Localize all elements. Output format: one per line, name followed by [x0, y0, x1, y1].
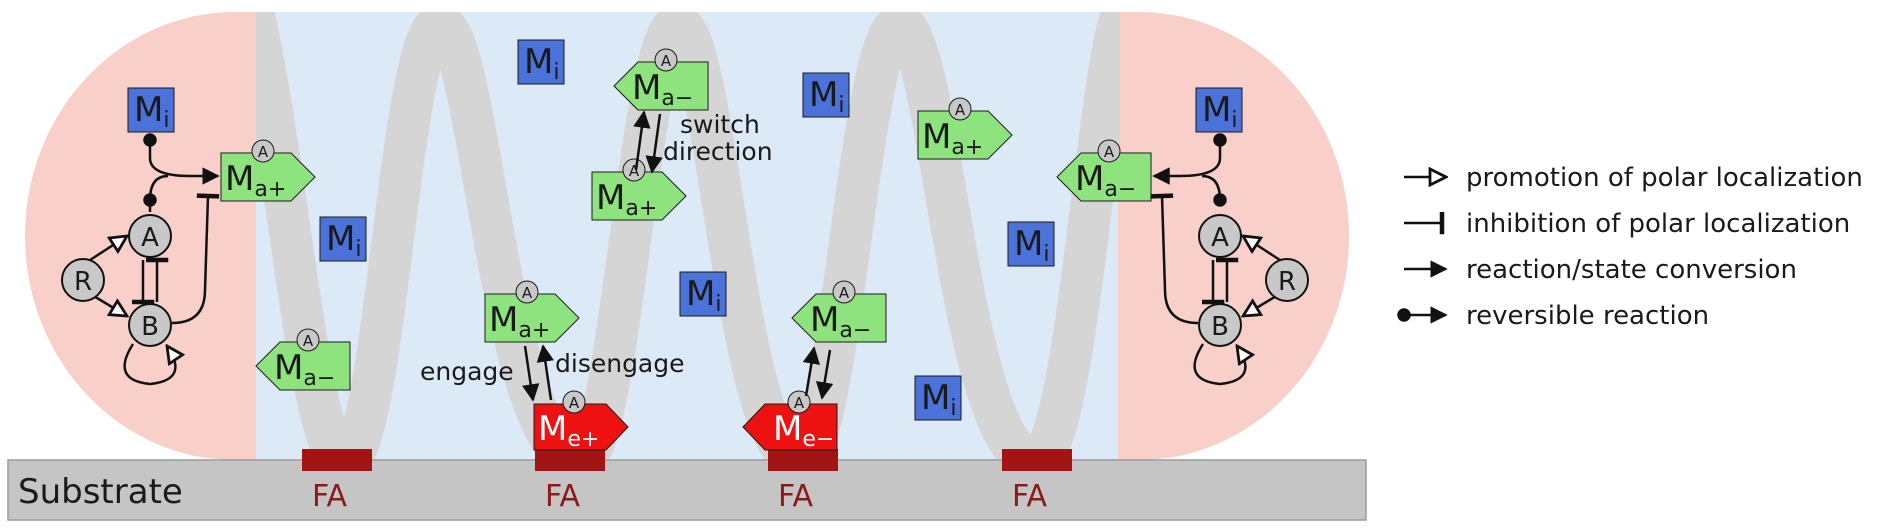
inactive-box: Mi: [1007, 221, 1055, 267]
svg-text:A: A: [569, 394, 580, 412]
node-a: [128, 214, 172, 258]
svg-text:R: R: [74, 267, 92, 297]
fa-label: FA: [1012, 479, 1048, 514]
legend-reversible: reversible reaction: [1466, 301, 1709, 331]
active-minus: Ma− A: [613, 48, 709, 111]
fa-label: FA: [312, 479, 348, 514]
engage-arrow-right: [815, 349, 834, 400]
reaction-arrows: [522, 110, 834, 402]
inactive-box: Mi: [914, 375, 962, 421]
active-plus: Ma+ A: [220, 139, 316, 202]
inactive-box: Mi: [517, 39, 565, 85]
substrate: [7, 459, 1367, 521]
svg-text:A: A: [839, 284, 850, 302]
svg-text:R: R: [1278, 267, 1296, 297]
svg-text:Ma+: Ma+: [596, 178, 657, 221]
switch-arrow-down: [645, 113, 663, 174]
svg-text:A: A: [661, 52, 672, 70]
inactive-box: Mi: [1195, 87, 1243, 133]
svg-text:A: A: [141, 223, 159, 253]
engaged-minus: Me− A: [742, 390, 838, 452]
engaged-species: Me+ A Me− A: [533, 390, 838, 452]
node-b: [1198, 303, 1242, 347]
svg-text:Me−: Me−: [773, 409, 834, 452]
svg-text:A: A: [303, 332, 314, 350]
actin-wave: [256, 12, 1120, 460]
switch-arrow-up: [633, 110, 651, 171]
inactive-species: Mi Mi Mi Mi Mi Mi Mi Mi: [127, 39, 1243, 421]
svg-text:Mi: Mi: [326, 219, 361, 262]
inactive-box: Mi: [319, 216, 367, 262]
svg-text:Ma−: Ma−: [274, 348, 335, 391]
svg-text:Mi: Mi: [134, 90, 169, 133]
active-minus: Ma− A: [255, 328, 351, 391]
svg-text:Ma+: Ma+: [489, 300, 550, 343]
inactive-box: Mi: [802, 72, 850, 118]
inactive-box: Mi: [679, 271, 727, 317]
node-a: [1198, 214, 1242, 258]
svg-text:A: A: [522, 284, 533, 302]
left-network: A B R: [61, 133, 220, 386]
svg-text:B: B: [141, 312, 159, 342]
disengage-arrow-right: [802, 346, 821, 397]
svg-text:Ma−: Ma−: [810, 300, 871, 343]
svg-text:Mi: Mi: [686, 274, 721, 317]
svg-text:A: A: [1104, 143, 1115, 161]
svg-text:Ma+: Ma+: [922, 117, 983, 160]
engage-label: engage: [420, 357, 514, 386]
disengage-label: disengage: [555, 349, 685, 378]
svg-text:Ma−: Ma−: [1075, 159, 1136, 202]
legend-inhibition: inhibition of polar localization: [1466, 209, 1850, 239]
svg-text:Mi: Mi: [1014, 224, 1049, 267]
svg-text:Me+: Me+: [538, 409, 599, 452]
fa-site: [768, 449, 838, 471]
legend-reaction: reaction/state conversion: [1466, 255, 1797, 285]
legend-promotion: promotion of polar localization: [1466, 163, 1863, 193]
svg-text:Ma−: Ma−: [632, 68, 693, 111]
svg-text:A: A: [1211, 223, 1229, 253]
engaged-plus: Me+ A: [533, 390, 629, 452]
svg-text:A: A: [955, 101, 966, 119]
svg-text:B: B: [1211, 312, 1229, 342]
active-plus: Ma+ A: [484, 280, 580, 343]
svg-text:A: A: [629, 162, 640, 180]
active-plus: Ma+ A: [591, 158, 687, 221]
active-species: Ma+ A Ma− A Ma− A Ma+ A Ma+: [220, 48, 1152, 391]
focal-adhesions: FA FA FA FA: [302, 449, 1072, 514]
svg-text:Ma+: Ma+: [225, 159, 286, 202]
node-r: [1265, 258, 1309, 302]
svg-text:Mi: Mi: [1202, 90, 1237, 133]
svg-text:Mi: Mi: [524, 42, 559, 85]
active-plus: Ma+ A: [917, 97, 1013, 160]
svg-text:Mi: Mi: [809, 75, 844, 118]
disengage-arrow: [536, 344, 554, 401]
svg-text:A: A: [258, 143, 269, 161]
fa-label: FA: [545, 479, 581, 514]
fa-label: FA: [778, 479, 814, 514]
active-minus: Ma− A: [791, 280, 887, 343]
fa-site: [535, 449, 605, 471]
fa-site: [1002, 449, 1072, 471]
svg-text:Mi: Mi: [921, 378, 956, 421]
direction-label: direction: [663, 137, 773, 166]
node-b: [128, 303, 172, 347]
substrate-label: Substrate: [18, 472, 183, 512]
svg-text:A: A: [794, 394, 805, 412]
fa-site: [302, 449, 372, 471]
active-minus: Ma− A: [1056, 139, 1152, 202]
switch-label: switch: [680, 110, 760, 139]
legend: promotion of polar localization inhibiti…: [1397, 163, 1863, 331]
inactive-box: Mi: [127, 87, 175, 133]
node-r: [61, 258, 105, 302]
right-network: A B R: [1150, 133, 1309, 386]
engage-arrow: [522, 345, 540, 402]
